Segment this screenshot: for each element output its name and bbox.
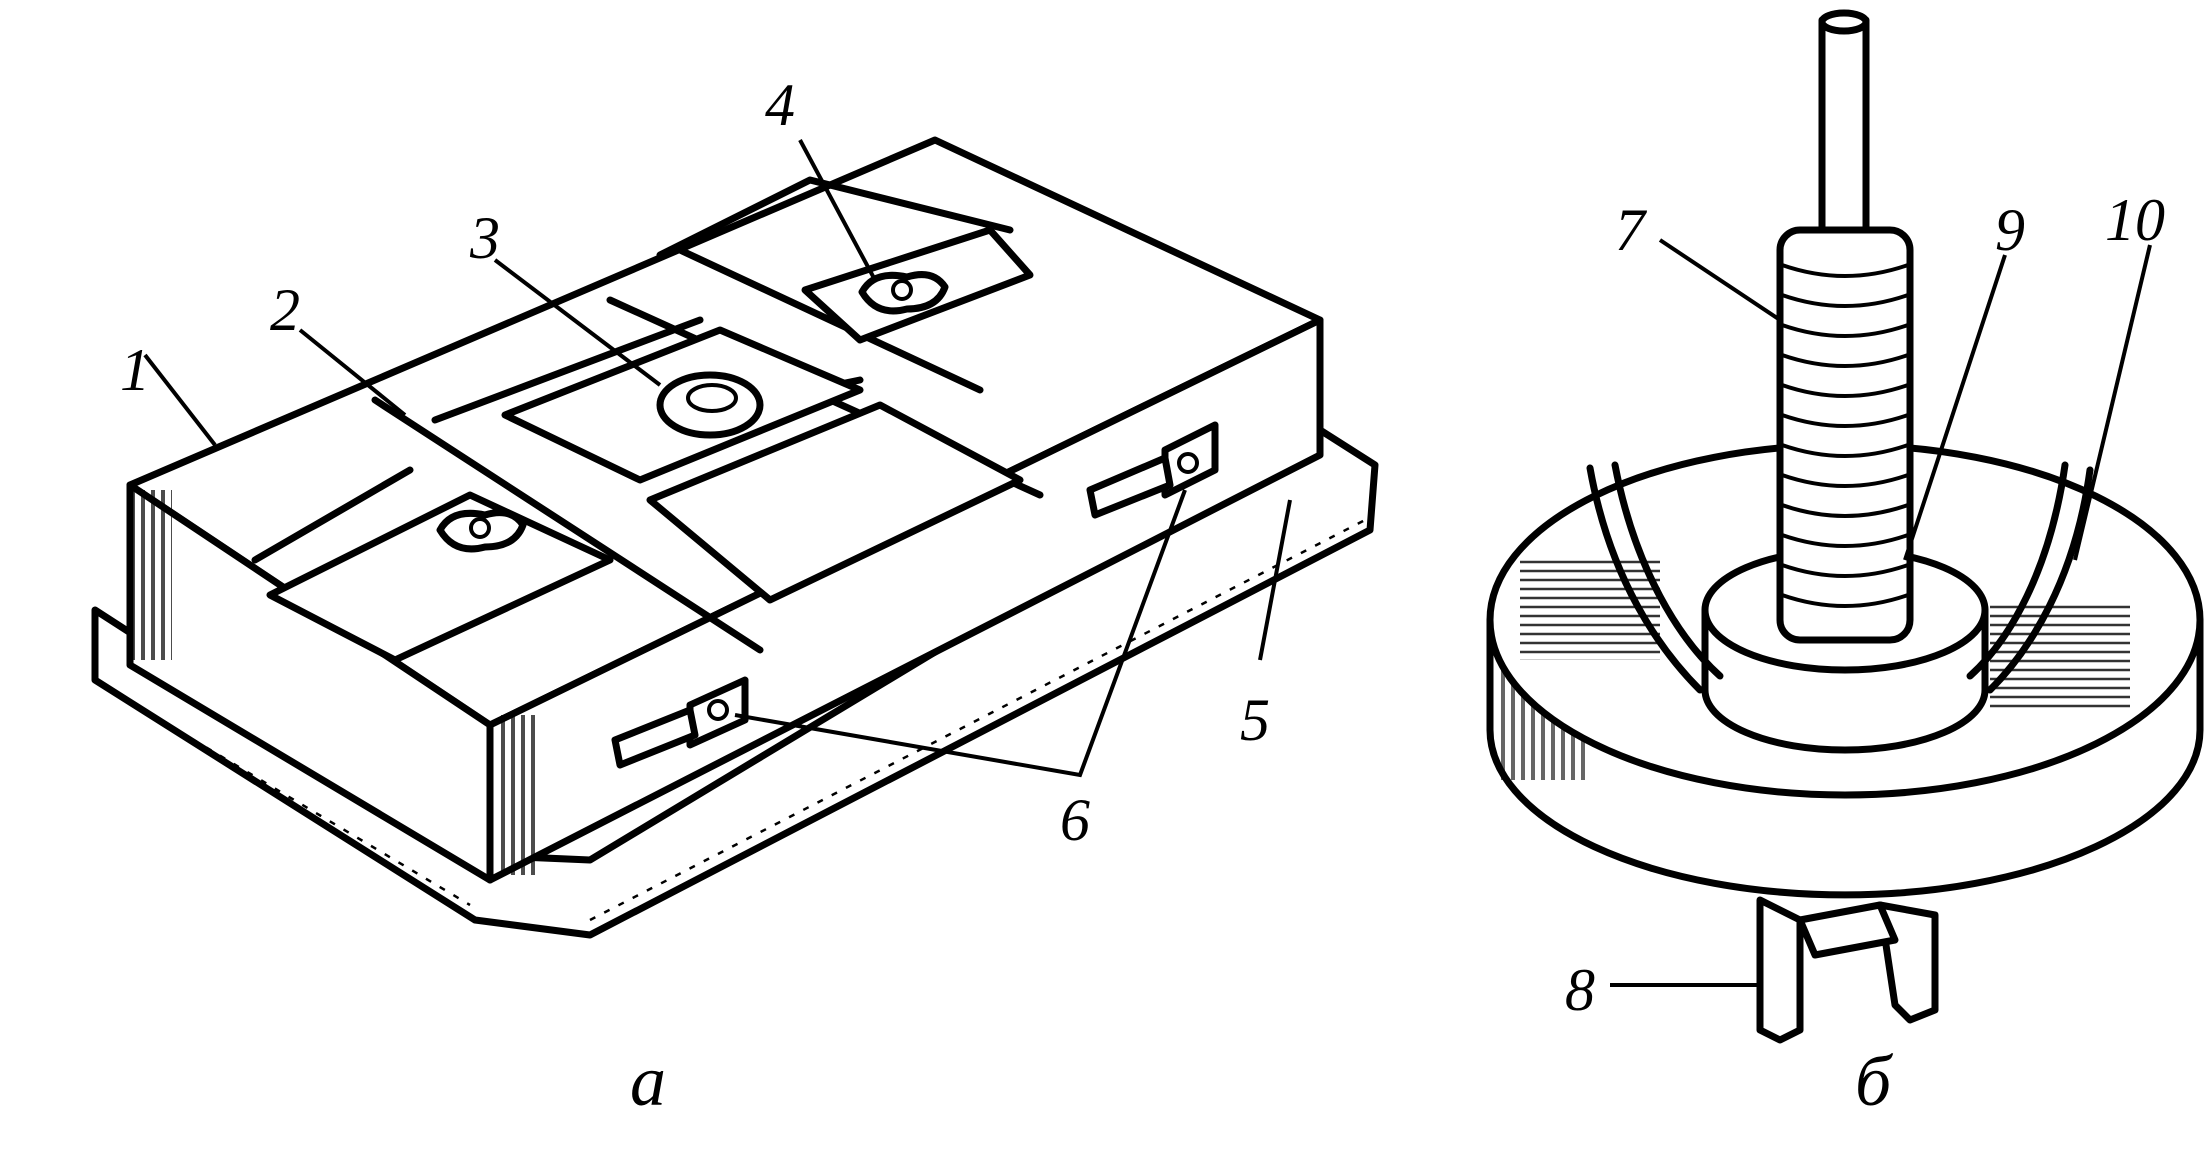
label-5: 5: [1240, 687, 1270, 753]
terminal-bar: [1796, 901, 1899, 959]
cavity-front: [646, 401, 1024, 604]
base-plate-edge-shading: [109, 518, 1366, 922]
label-3: 3: [469, 205, 500, 271]
label-8: 8: [1565, 957, 1595, 1023]
latch-front: [611, 676, 749, 769]
leader-6: [734, 489, 1187, 778]
leader-5: [1258, 499, 1292, 661]
leader-7: [1658, 238, 1782, 322]
terminal-left: [1756, 896, 1804, 1044]
locating-pin-rear: [858, 271, 949, 315]
label-6: 6: [1060, 787, 1090, 853]
box-front-face-shading: [495, 715, 540, 875]
caption-a: а: [630, 1041, 666, 1121]
curved-guide-left-inner: [1611, 461, 1724, 680]
leader-4: [798, 139, 877, 281]
cavity-left: [266, 491, 614, 664]
label-1: 1: [120, 337, 150, 403]
label-4: 4: [765, 72, 795, 138]
curved-guide-right: [1986, 466, 2094, 694]
leader-2: [298, 328, 407, 417]
mould-flask-assembly: [91, 136, 1379, 939]
rod-top: [1818, 9, 1870, 35]
coil-spring: [1776, 226, 1914, 644]
label-7: 7: [1615, 197, 1648, 263]
rod: [1818, 16, 1870, 254]
leader-10: [2073, 244, 2152, 561]
disc-rod-assembly: [1486, 9, 2204, 1044]
outer-disc-top-shading-right: [1990, 600, 2130, 710]
leader-1: [143, 353, 217, 447]
curved-guide-right-inner: [1966, 461, 2069, 680]
label-2: 2: [270, 277, 300, 343]
box-left-face-shading: [132, 490, 172, 660]
central-sprue-hole-inner: [686, 383, 738, 413]
curved-guide-left: [1586, 464, 1704, 694]
leader-3: [493, 258, 662, 387]
caption-b: б: [1855, 1041, 1894, 1121]
leader-9: [1903, 254, 2007, 561]
central-sprue-hole: [656, 371, 764, 439]
label-9: 9: [1995, 197, 2025, 263]
locating-pin-front: [436, 509, 527, 553]
label-10: 10: [2105, 187, 2165, 253]
latch-side: [1086, 421, 1219, 519]
